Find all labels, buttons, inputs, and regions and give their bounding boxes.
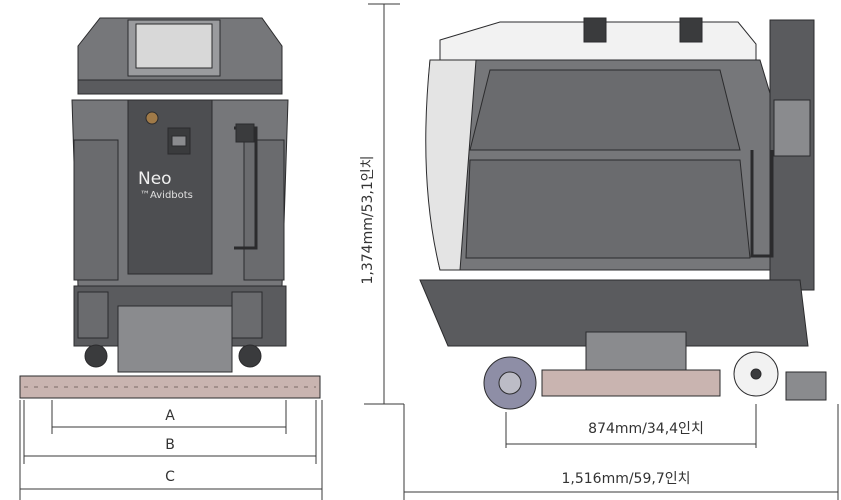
side-rear-box (773, 99, 811, 157)
side-front-white-panel (425, 59, 477, 271)
side-scrub-deck (541, 369, 721, 397)
side-top-handle-right (679, 17, 703, 43)
side-rear-wheel-hub (750, 368, 762, 380)
side-upper-panel (469, 69, 741, 151)
front-brand-sub: ™Avidbots (140, 190, 193, 201)
front-view-robot (19, 17, 321, 399)
front-right-side-panel (243, 139, 285, 281)
side-rear-squeegee (785, 371, 827, 401)
front-right-mount (235, 123, 255, 143)
wheelbase-label: 874mm/34,4인치 (588, 421, 704, 437)
side-rear-tube (750, 150, 774, 258)
front-center-panel (127, 99, 213, 275)
side-lower-panel (465, 159, 751, 259)
front-hood-band (77, 79, 283, 95)
side-dimension-lines (364, 3, 839, 500)
side-brush-head (585, 331, 687, 371)
dim-c-label: C (165, 469, 175, 485)
side-front-wheel-hub (498, 371, 522, 395)
front-brush-assembly (117, 305, 233, 373)
front-left-side-panel (73, 139, 119, 281)
side-lower-chassis (419, 279, 809, 347)
front-display-window (171, 135, 187, 147)
length-label: 1,516mm/59,7인치 (561, 471, 690, 487)
front-brand-name: Neo (138, 169, 172, 189)
dim-b-label: B (165, 437, 175, 453)
front-dimension-lines (19, 400, 323, 500)
side-top-handle-left (583, 17, 607, 43)
front-left-wheel (84, 344, 108, 368)
front-top-window (135, 23, 213, 69)
front-emergency-button (145, 111, 159, 125)
front-squeegee (19, 375, 321, 399)
front-lower-left-box (77, 291, 109, 339)
dim-a-label: A (165, 408, 175, 424)
front-lower-right-box (231, 291, 263, 339)
height-label: 1,374mm/53,1인치 (360, 155, 376, 284)
side-view-robot (419, 17, 827, 410)
front-right-wheel (238, 344, 262, 368)
